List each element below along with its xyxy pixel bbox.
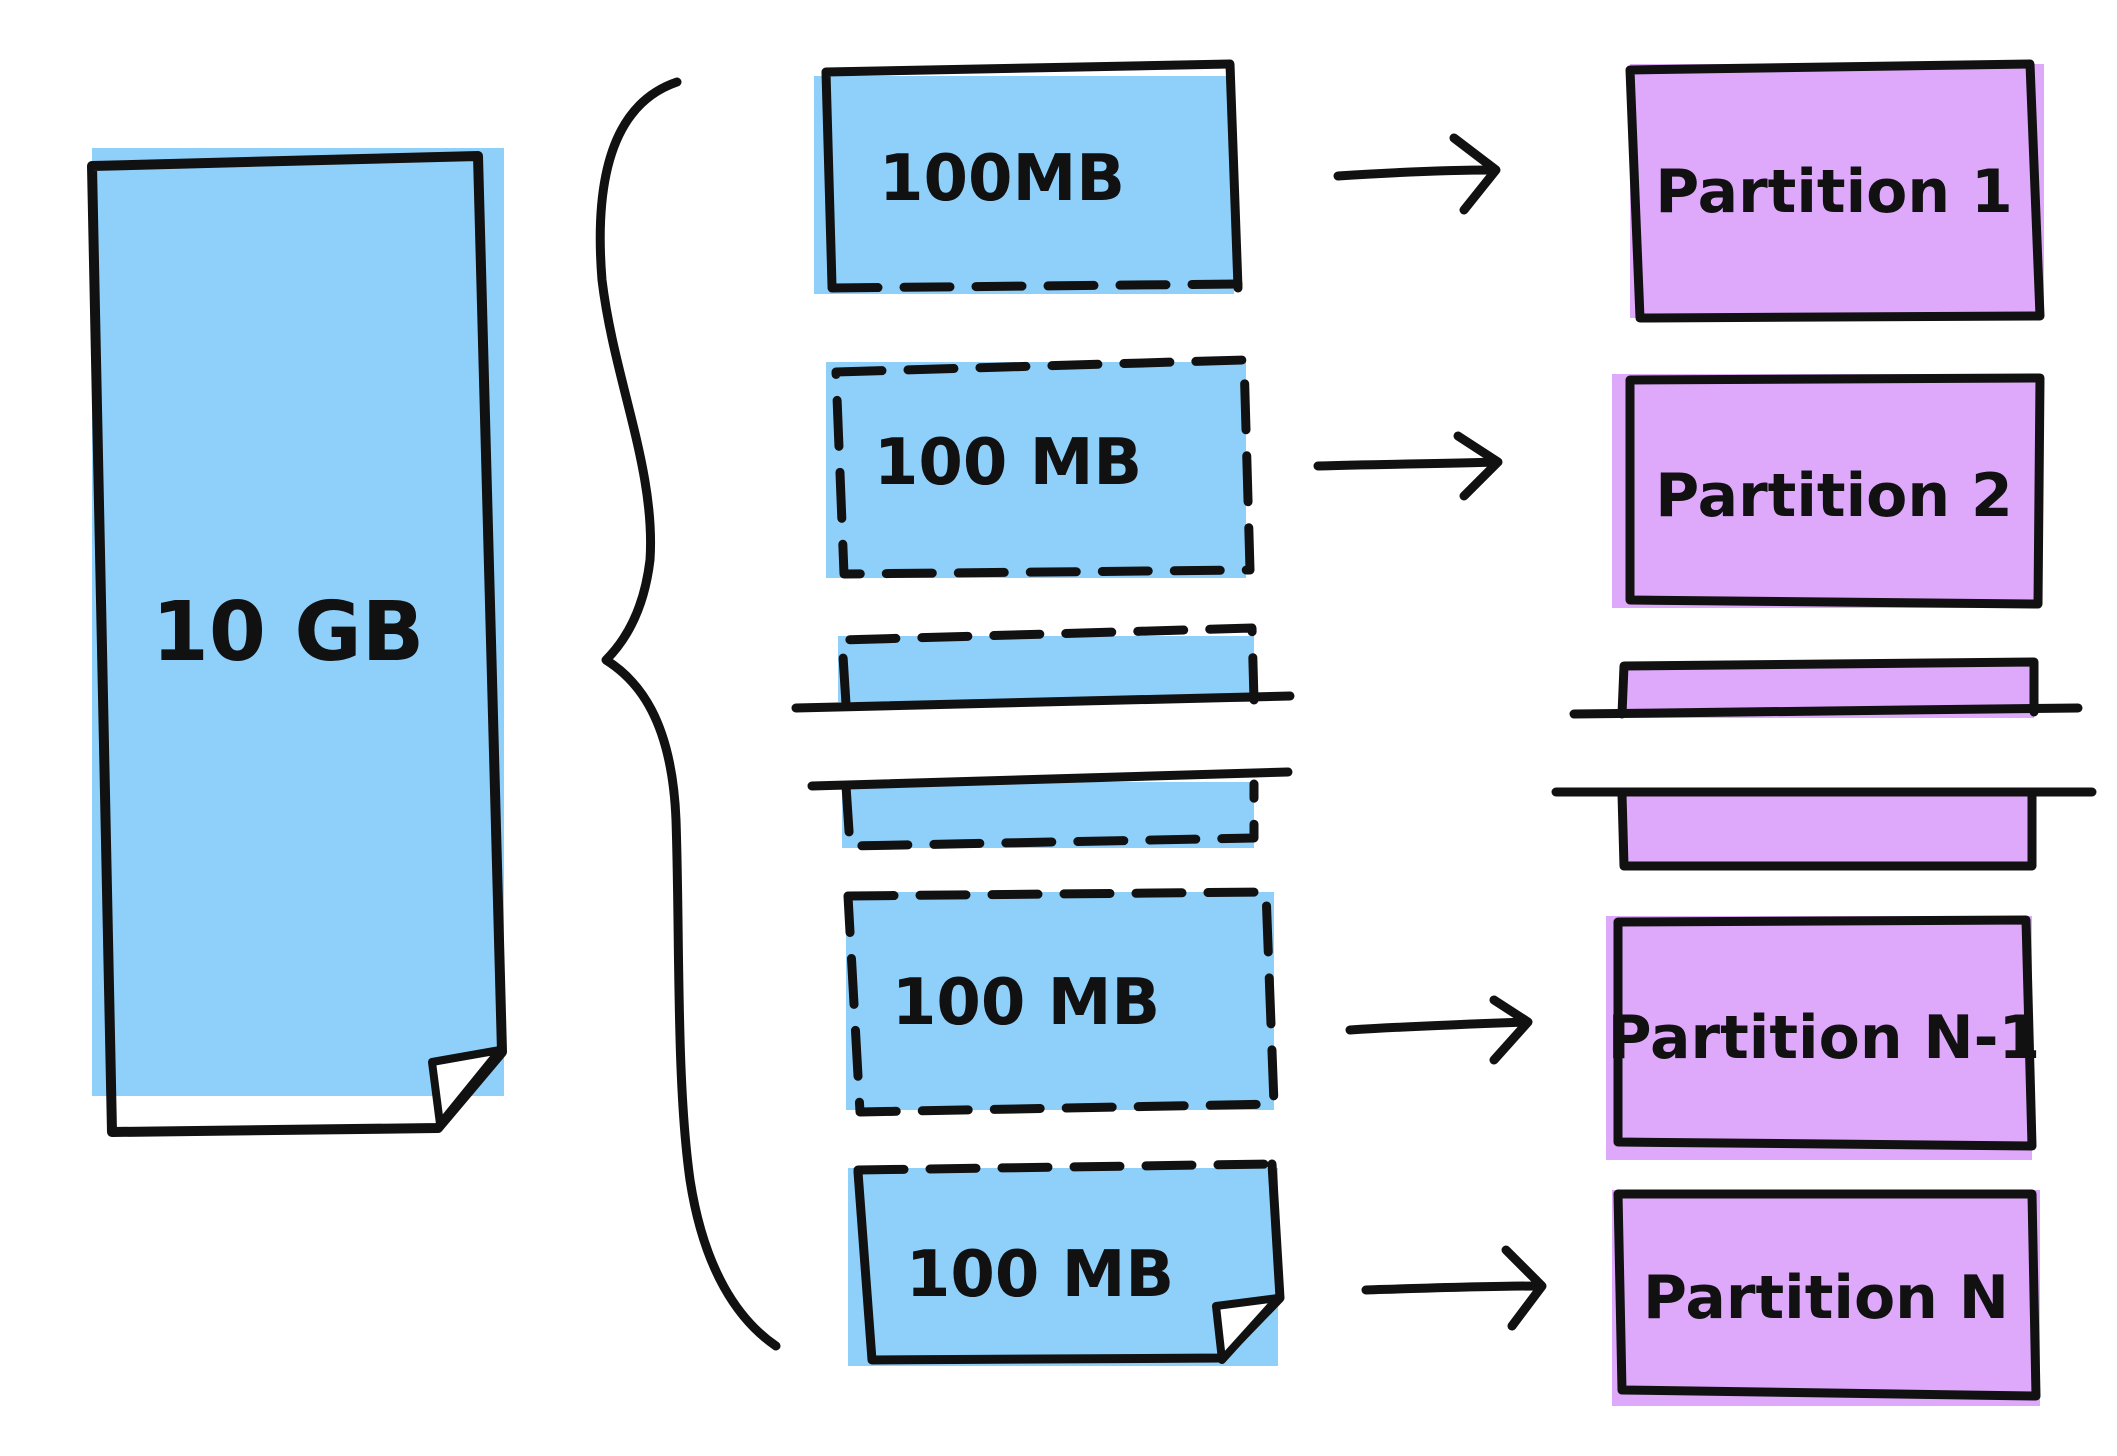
chunk-4-folded-corner-icon	[1212, 1294, 1282, 1364]
partition-1: Partition 1	[1625, 59, 2045, 323]
partition-n-minus-1: Partition N-1	[1606, 915, 2041, 1160]
chunk-1-label: 100MB	[879, 142, 1125, 216]
break-lines-icon	[791, 691, 1295, 791]
chunk-4: 100 MB	[848, 1159, 1285, 1366]
source-file: 10 GB	[87, 148, 507, 1137]
curly-brace-icon	[595, 77, 781, 1351]
source-file-label: 10 GB	[152, 585, 424, 680]
partition-n-label: Partition N	[1643, 1263, 2009, 1333]
chunk-break-section	[791, 623, 1295, 851]
partition-2-label: Partition 2	[1655, 461, 2013, 531]
partition-2: Partition 2	[1612, 373, 2045, 609]
chunk-3: 100 MB	[843, 887, 1279, 1117]
right-arrow-icon	[1361, 1245, 1547, 1331]
partition-n: Partition N	[1612, 1189, 2041, 1406]
chunk-3-label: 100 MB	[892, 966, 1160, 1040]
partition-n-minus-1-label: Partition N-1	[1608, 1003, 2041, 1073]
right-arrow-icon	[1313, 431, 1503, 501]
chunk-4-label: 100 MB	[906, 1238, 1174, 1312]
chunk-2: 100 MB	[826, 355, 1255, 579]
partition-break-section	[1551, 657, 2097, 871]
chunk-2-label: 100 MB	[874, 426, 1142, 500]
chunk-1: 100MB	[814, 59, 1243, 294]
partition-1-label: Partition 1	[1655, 157, 2013, 227]
break-lines-icon	[1551, 703, 2097, 797]
folded-corner-icon	[428, 1046, 504, 1128]
right-arrow-icon	[1345, 995, 1533, 1065]
source-file-fill	[92, 148, 504, 1096]
right-arrow-icon	[1333, 133, 1501, 215]
